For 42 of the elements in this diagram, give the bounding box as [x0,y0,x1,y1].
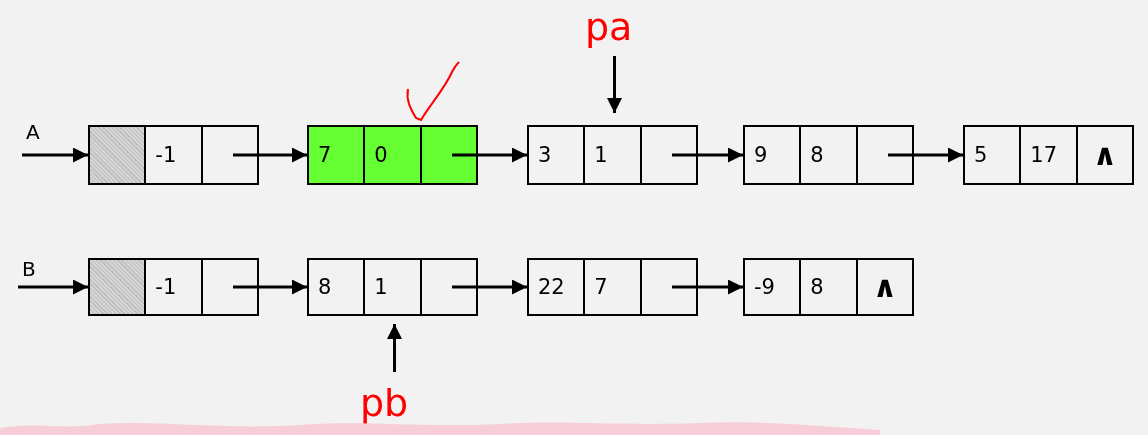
arrow [233,147,307,163]
field-value: 9 [754,144,768,166]
arrow [672,279,743,295]
pointer-label: pa [585,5,633,49]
field-value: 8 [810,144,824,166]
field-value: 1 [374,276,388,298]
field-value: 7 [318,144,332,166]
field-value: 1 [594,144,608,166]
list-node [527,258,698,316]
field-value: 17 [1030,144,1058,166]
list-node [743,125,914,185]
field-value: 8 [318,276,332,298]
list-name: B [22,257,36,281]
field-value: 22 [538,276,565,298]
arrow [233,279,307,295]
arrow [452,279,527,295]
arrow [18,279,88,295]
arrow [672,147,743,163]
arrow [607,56,622,113]
field-value: 8 [810,276,824,298]
arrow [452,147,527,163]
arrow [22,147,88,163]
field-value: -1 [155,144,177,166]
list-node [88,125,259,185]
list-node [743,258,914,316]
field-value: 5 [974,144,988,166]
arrow [387,324,402,372]
null-pointer-symbol: ∧ [872,272,897,302]
field-value: 7 [594,276,608,298]
list-node [88,258,259,316]
list-node [963,125,1134,185]
list-node [307,125,478,185]
arrow [888,147,963,163]
list-node [307,258,478,316]
pointer-label: pb [360,381,409,425]
field-value: 0 [374,144,388,166]
field-value: 3 [538,144,552,166]
list-node [527,125,698,185]
field-value: -1 [155,276,177,298]
list-name: A [26,120,40,144]
null-pointer-symbol: ∧ [1092,140,1117,170]
field-value: -9 [754,276,775,298]
